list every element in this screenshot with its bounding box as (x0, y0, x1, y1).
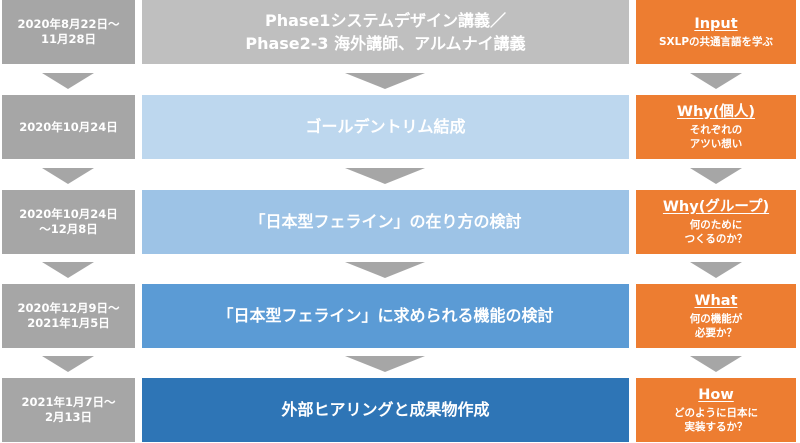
down-arrow-icon (690, 262, 742, 278)
stage-tag-heading: How (698, 386, 734, 403)
stage-tag-description: それぞれの (689, 124, 743, 137)
stage-tag-box: What 何の機能が 必要か？ (636, 284, 796, 348)
stage-phase-box: ゴールデントリム結成 (142, 95, 629, 159)
down-arrow-icon (345, 262, 425, 278)
stage-tag-heading: Why(グループ) (662, 198, 770, 215)
stage-tag-heading: What (694, 292, 738, 309)
stage-title-line: Phase1システムデザイン講義／ (265, 10, 506, 30)
down-arrow-icon (42, 168, 94, 184)
stage-date-line: 2021年1月5日 (27, 316, 110, 330)
stage-tag-description: SXLPの共通言語を学ぶ (658, 36, 774, 49)
stage-date-line: 2020年10月24日 (19, 207, 118, 222)
stage-title-line: 外部ヒアリングと成果物作成 (281, 399, 490, 419)
stage-phase-box: 外部ヒアリングと成果物作成 (142, 378, 629, 442)
stage-tag-box: Why(個人) それぞれの アツい想い (636, 95, 796, 159)
down-arrow-icon (42, 262, 94, 278)
down-arrow-icon (345, 356, 425, 372)
stage-date-line: ～12月8日 (39, 222, 98, 236)
stage-4: 2020年12月9日～ 2021年1月5日 「日本型フェライン」に求められる機能… (0, 284, 800, 348)
stage-tag-heading: Input (694, 15, 738, 32)
stage-date-line: 2020年12月9日～ (17, 301, 120, 316)
stage-tag-box: Why(グループ) 何のために つくるのか？ (636, 190, 796, 254)
stage-tag-description: 何のために (689, 219, 743, 232)
stage-title-line: ゴールデントリム結成 (305, 116, 466, 136)
stage-date-line: 11月28日 (40, 32, 96, 46)
stage-3: 2020年10月24日 ～12月8日 「日本型フェライン」の在り方の検討 Why… (0, 190, 800, 254)
stage-tag-description: 何の機能が (689, 313, 743, 326)
stage-tag-description: 実装するか？ (684, 421, 748, 434)
down-arrow-icon (42, 356, 94, 372)
stage-5: 2021年1月7日～ 2月13日 外部ヒアリングと成果物作成 How どのように… (0, 378, 800, 442)
stage-date-line: 2月13日 (44, 410, 92, 424)
stage-phase-box: 「日本型フェライン」の在り方の検討 (142, 190, 629, 254)
stage-phase-box: Phase1システムデザイン講義／ Phase2-3 海外講師、アルムナイ講義 (142, 0, 629, 64)
stage-date-box: 2020年10月24日 ～12月8日 (2, 190, 135, 254)
stage-title-line: 「日本型フェライン」に求められる機能の検討 (217, 305, 554, 325)
stage-2: 2020年10月24日 ゴールデントリム結成 Why(個人) それぞれの アツい… (0, 95, 800, 159)
stage-date-box: 2020年8月22日～ 11月28日 (2, 0, 135, 64)
stage-tag-description: アツい想い (689, 138, 743, 151)
stage-date-box: 2021年1月7日～ 2月13日 (2, 378, 135, 442)
stage-date-line: 2020年10月24日 (19, 119, 118, 134)
stage-tag-description: どのように日本に (674, 407, 758, 420)
down-arrow-icon (690, 356, 742, 372)
stage-phase-box: 「日本型フェライン」に求められる機能の検討 (142, 284, 629, 348)
stage-date-line: 2020年8月22日～ (17, 17, 120, 32)
stage-tag-description: 必要か？ (695, 327, 737, 340)
stage-date-box: 2020年10月24日 (2, 95, 135, 159)
stage-title-line: Phase2-3 海外講師、アルムナイ講義 (245, 34, 526, 53)
stage-tag-description: つくるのか？ (684, 233, 748, 246)
down-arrow-icon (690, 73, 742, 89)
down-arrow-icon (690, 168, 742, 184)
down-arrow-icon (345, 73, 425, 89)
stage-title-line: 「日本型フェライン」の在り方の検討 (249, 211, 522, 231)
stage-tag-box: How どのように日本に 実装するか？ (636, 378, 796, 442)
stage-date-line: 2021年1月7日～ (21, 395, 116, 410)
stage-tag-box: Input SXLPの共通言語を学ぶ (636, 0, 796, 64)
down-arrow-icon (42, 73, 94, 89)
down-arrow-icon (345, 168, 425, 184)
stage-tag-heading: Why(個人) (676, 103, 756, 120)
stage-1: 2020年8月22日～ 11月28日 Phase1システムデザイン講義／ Pha… (0, 0, 800, 64)
stage-date-box: 2020年12月9日～ 2021年1月5日 (2, 284, 135, 348)
